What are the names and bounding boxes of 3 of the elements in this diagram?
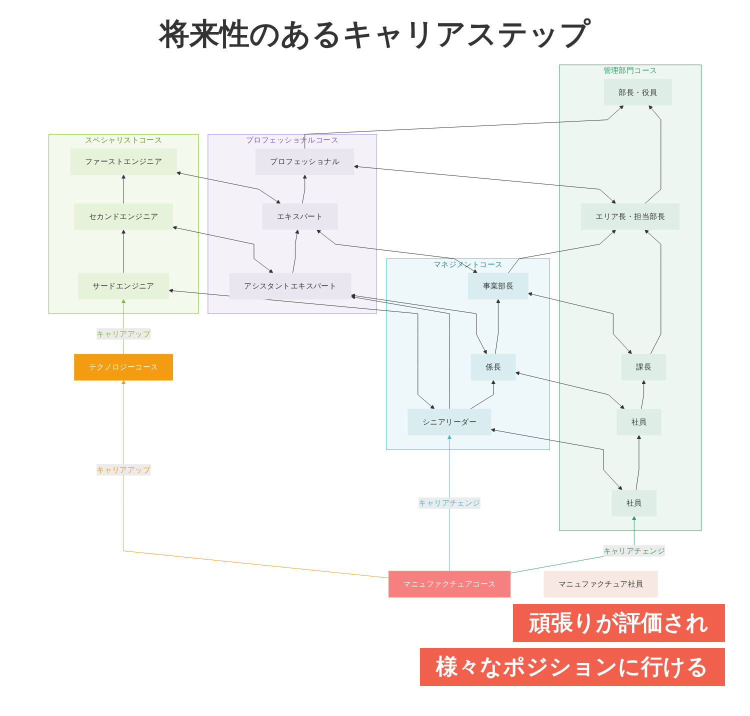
slogan-banner: 様々なポジションに行ける (420, 648, 725, 686)
slogan-banner: 頑張りが評価され (513, 604, 725, 642)
title: 将来性のあるキャリアステップ (160, 16, 590, 54)
